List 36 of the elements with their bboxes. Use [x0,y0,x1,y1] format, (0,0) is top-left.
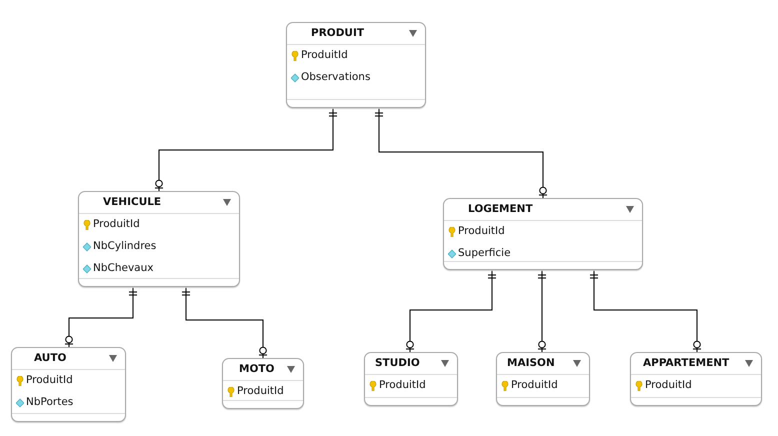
relationship-line [182,286,268,358]
table-name: MAISON [507,357,555,369]
relationship-line [375,108,548,198]
relationship-line [538,270,546,352]
table-box [11,347,126,422]
table-box [496,352,590,406]
column-name: ProduitId [237,385,284,397]
column-name: NbPortes [26,396,74,408]
relationship-line [64,286,137,348]
table-name: STUDIO [375,357,420,369]
table-box [364,352,458,406]
column-name: Observations [301,71,370,83]
column-name: NbChevaux [93,262,154,274]
column-name: NbCylindres [93,240,156,252]
table-name: PRODUIT [311,27,364,39]
table-box [78,191,240,287]
table-box [443,198,643,270]
column-name: ProduitId [645,379,692,391]
table-box [630,352,762,406]
relationship-line [590,270,702,352]
table-name: APPARTEMENT [643,357,730,369]
column-name: Superficie [458,247,511,259]
table-name: VEHICULE [103,196,162,208]
table-name: MOTO [239,363,274,375]
table-name: LOGEMENT [468,203,533,215]
relationship-line [154,108,337,192]
column-name: ProduitId [26,374,73,386]
relationship-line [406,270,496,352]
table-name: AUTO [34,352,66,364]
column-name: ProduitId [93,218,140,230]
column-name: ProduitId [458,225,505,237]
column-name: ProduitId [301,49,348,61]
table-box [222,358,304,409]
column-name: ProduitId [379,379,426,391]
column-name: ProduitId [511,379,558,391]
table-box [286,22,426,108]
